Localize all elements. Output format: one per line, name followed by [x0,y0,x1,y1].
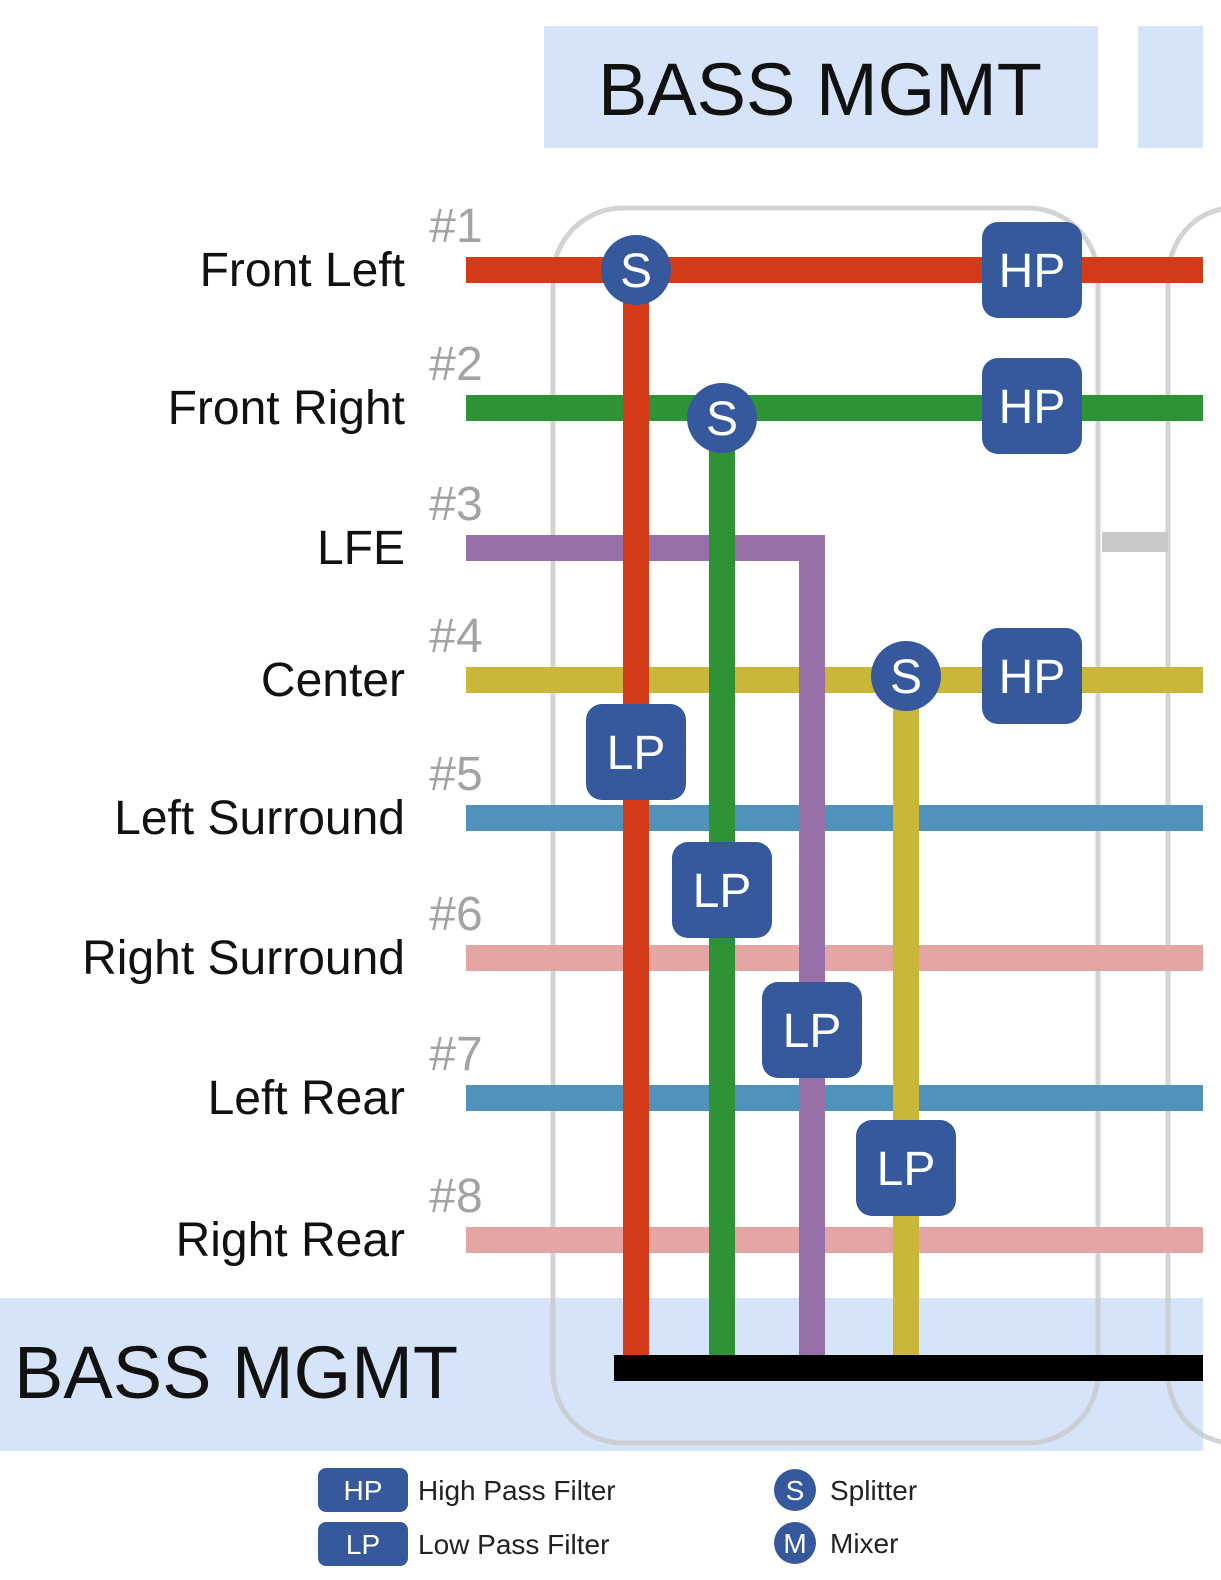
route-line [799,535,825,1368]
channel-label: Front Left [200,244,405,297]
channel-line [466,805,1203,831]
channel-line [466,395,1203,421]
splitter-node [601,235,671,305]
channel-label: LFE [317,522,405,575]
splitter-label: S [890,651,922,704]
legend-s-symbol-text: S [786,1475,805,1506]
channel-line [466,257,1203,283]
high-pass-filter-label: HP [999,381,1066,434]
high-pass-filter-block [982,628,1082,724]
bass-bus [614,1355,1203,1381]
channel-label: Right Surround [82,932,405,985]
legend-hp-symbol [318,1468,408,1512]
channel-label: Right Rear [176,1214,405,1267]
legend-lp-symbol-text: LP [346,1529,380,1560]
low-pass-filter-block [762,982,862,1078]
legend-m-symbol [774,1522,816,1564]
low-pass-filter-label: LP [877,1143,936,1196]
high-pass-filter-label: HP [999,245,1066,298]
low-pass-filter-block [672,842,772,938]
channel-number: #1 [429,200,482,253]
channel-number: #3 [429,478,482,531]
legend-m-symbol-text: M [783,1528,806,1559]
channel-number: #7 [429,1028,482,1081]
splitter-label: S [620,245,652,298]
low-pass-filter-block [856,1120,956,1216]
low-pass-filter-block [586,704,686,800]
splitter-label: S [706,393,738,446]
low-pass-filter-label: LP [783,1005,842,1058]
channel-line [466,667,1203,693]
high-pass-filter-block [982,358,1082,454]
channel-number: #8 [429,1170,482,1223]
legend-s-label: Splitter [830,1475,917,1506]
header-title: BASS MGMT [598,48,1042,131]
channel-line [466,1227,1203,1253]
legend-lp-symbol [318,1522,408,1566]
low-pass-filter-label: LP [607,727,666,780]
legend: HP High Pass Filter LP Low Pass Filter S… [318,1468,917,1566]
channel-label: Left Rear [208,1072,405,1125]
channel-line [466,945,1203,971]
channel-label: Center [261,654,405,707]
legend-lp-label: Low Pass Filter [418,1529,609,1560]
high-pass-filter-label: HP [999,651,1066,704]
channel-number: #2 [429,338,482,391]
route-line [623,270,649,1368]
low-pass-filter-label: LP [693,865,752,918]
route-line [893,680,919,1368]
channel-label: Left Surround [114,792,405,845]
header-box [544,26,1098,148]
high-pass-filter-block [982,222,1082,318]
footer-title: BASS MGMT [14,1331,458,1414]
channel-label: Front Right [168,382,405,435]
splitter-node [687,383,757,453]
legend-hp-symbol-text: HP [344,1475,383,1506]
header-box-next [1138,26,1203,148]
frame-connector [1102,532,1168,552]
legend-hp-label: High Pass Filter [418,1475,616,1506]
channel-line [466,1085,1203,1111]
legend-m-label: Mixer [830,1528,898,1559]
channel-number: #5 [429,748,482,801]
splitter-node [871,641,941,711]
legend-s-symbol [774,1469,816,1511]
channel-number: #4 [429,610,482,663]
channel-number: #6 [429,888,482,941]
